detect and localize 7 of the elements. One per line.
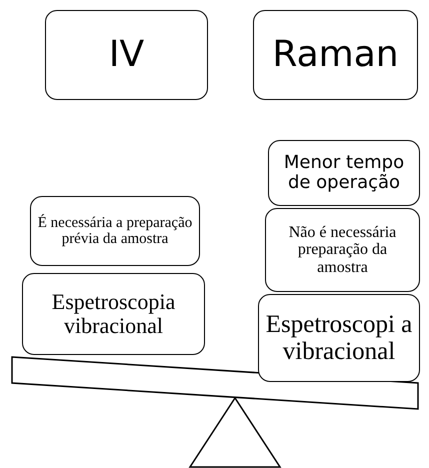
feature-box: Espetroscopi a vibracional [258, 294, 420, 382]
feature-box: Menor tempo de operação [268, 140, 420, 206]
feature-box: É necessária a preparação prévia da amostra [30, 196, 200, 266]
feature-box: Espetroscopia vibracional [22, 273, 205, 355]
method-heading-box: Raman [253, 10, 418, 100]
feature-box: Não é necessária preparação da amostra [265, 208, 420, 292]
method-heading-box: IV [45, 10, 208, 100]
